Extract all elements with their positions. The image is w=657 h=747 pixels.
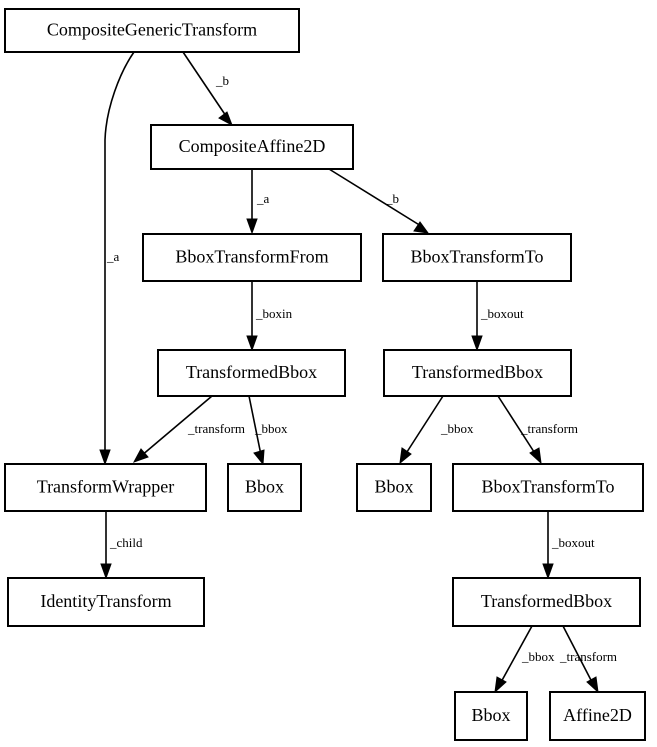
graph-node[interactable]: BboxTransformFrom	[142, 233, 362, 282]
edge-line	[404, 395, 444, 456]
node-label: Bbox	[245, 477, 284, 497]
arrowhead-icon	[218, 111, 233, 127]
graph-edge: _bbox	[248, 395, 288, 466]
node-box[interactable]	[452, 463, 644, 512]
nodes-layer: CompositeGenericTransformCompositeAffine…	[4, 8, 646, 741]
graph-node[interactable]: Bbox	[227, 463, 302, 512]
node-label: IdentityTransform	[40, 591, 171, 611]
edge-label: _transform	[559, 649, 617, 664]
node-box[interactable]	[454, 691, 528, 741]
graph-node[interactable]: Affine2D	[549, 691, 646, 741]
node-box[interactable]	[549, 691, 646, 741]
node-box[interactable]	[4, 8, 300, 53]
edges-layer: _a _b _a _b _boxin _boxout _transform _bbox _bbo…	[99, 51, 617, 694]
graph-node[interactable]: CompositeGenericTransform	[4, 8, 300, 53]
graph-node[interactable]: BboxTransformTo	[452, 463, 644, 512]
node-label: Bbox	[471, 705, 510, 725]
node-box[interactable]	[157, 349, 346, 397]
edge-label: _boxout	[551, 535, 595, 550]
node-label: TransformedBbox	[186, 362, 317, 382]
graph-node[interactable]: Bbox	[454, 691, 528, 741]
arrowhead-icon	[494, 676, 507, 694]
node-box[interactable]	[4, 463, 207, 512]
graph-node[interactable]: CompositeAffine2D	[150, 124, 354, 170]
graph-node[interactable]: TransformedBbox	[157, 349, 346, 397]
graph-node[interactable]: IdentityTransform	[7, 577, 205, 627]
edge-line	[562, 625, 594, 685]
graph-edge: _boxin	[246, 281, 293, 352]
graph-edge: _b	[328, 168, 430, 234]
graph-edge: _transform	[497, 395, 578, 465]
arrowhead-icon	[542, 563, 554, 580]
node-label: BboxTransformFrom	[175, 247, 328, 267]
graph-edge: _boxout	[471, 281, 524, 352]
arrowhead-icon	[246, 218, 258, 235]
edge-label: _a	[106, 249, 120, 264]
arrowhead-icon	[253, 449, 265, 466]
arrowhead-icon	[100, 563, 112, 580]
edge-line	[140, 395, 213, 457]
node-label: Bbox	[374, 477, 413, 497]
edge-label: _b	[215, 73, 229, 88]
edge-label: _boxout	[480, 306, 524, 321]
graph-edge: _a	[246, 169, 270, 235]
graph-edge: _transform	[132, 395, 245, 463]
edge-label: _transform	[520, 421, 578, 436]
node-box[interactable]	[227, 463, 302, 512]
node-label: CompositeGenericTransform	[47, 20, 257, 40]
edge-label: _child	[109, 535, 143, 550]
arrowhead-icon	[132, 448, 149, 463]
node-box[interactable]	[382, 233, 572, 282]
node-box[interactable]	[150, 124, 354, 170]
graph-node[interactable]: Bbox	[356, 463, 432, 512]
graph-edge: _transform	[559, 625, 617, 694]
edge-label: _bbox	[521, 649, 555, 664]
arrowhead-icon	[246, 335, 258, 352]
edge-line	[328, 168, 422, 227]
edge-label: _transform	[187, 421, 245, 436]
graph-node[interactable]: BboxTransformTo	[382, 233, 572, 282]
graph-edge: _bbox	[494, 625, 555, 694]
arrowhead-icon	[413, 221, 430, 234]
arrowhead-icon	[471, 335, 483, 352]
graph-edge: _child	[100, 511, 143, 580]
node-label: Affine2D	[563, 705, 632, 725]
graph-edge: _boxout	[542, 511, 595, 580]
node-box[interactable]	[142, 233, 362, 282]
node-label: TransformedBbox	[412, 362, 543, 382]
arrowhead-icon	[99, 449, 111, 466]
arrowhead-icon	[399, 447, 412, 465]
node-label: BboxTransformTo	[481, 477, 614, 497]
graph-edge: _a	[99, 51, 135, 466]
node-label: BboxTransformTo	[410, 247, 543, 267]
edge-label: _bbox	[440, 421, 474, 436]
graph-edge: _bbox	[399, 395, 474, 465]
edge-line	[104, 51, 135, 456]
edge-label: _b	[385, 191, 399, 206]
edge-line	[182, 51, 227, 117]
graph-node[interactable]: TransformedBbox	[383, 349, 572, 397]
edge-line	[499, 625, 533, 685]
graph-edge: _b	[182, 51, 233, 127]
node-box[interactable]	[7, 577, 205, 627]
node-label: TransformedBbox	[481, 591, 612, 611]
node-box[interactable]	[452, 577, 641, 627]
edge-line	[248, 395, 262, 456]
arrowhead-icon	[529, 447, 542, 465]
node-box[interactable]	[383, 349, 572, 397]
edge-label: _a	[256, 191, 270, 206]
edge-label: _boxin	[255, 306, 293, 321]
edge-line	[497, 395, 537, 456]
graph-node[interactable]: TransformedBbox	[452, 577, 641, 627]
node-label: TransformWrapper	[37, 477, 175, 497]
edge-label: _bbox	[254, 421, 288, 436]
node-box[interactable]	[356, 463, 432, 512]
arrowhead-icon	[586, 676, 599, 694]
node-label: CompositeAffine2D	[179, 136, 326, 156]
graph-node[interactable]: TransformWrapper	[4, 463, 207, 512]
